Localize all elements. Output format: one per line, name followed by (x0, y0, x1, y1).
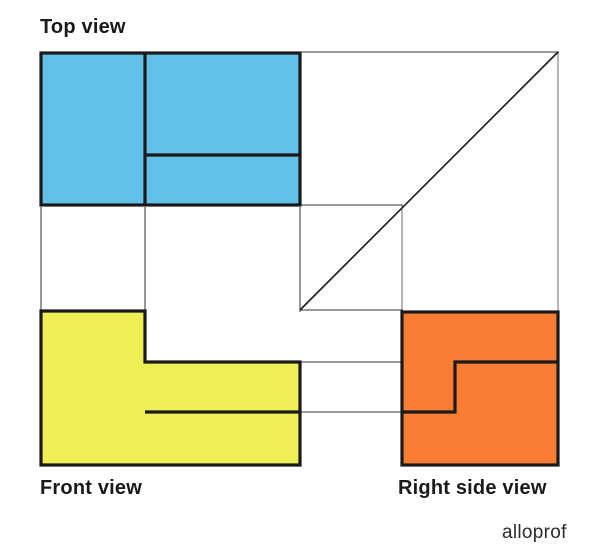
projection-lines-group (40, 51, 559, 413)
right-side-view-label: Right side view (398, 477, 547, 499)
alloprof-logo: alloprof (502, 522, 567, 543)
front-view-shape (39, 309, 302, 467)
right-side-view-internal-step-edge (402, 360, 558, 414)
right-side-view-body (400, 310, 560, 467)
top-view-label: Top view (40, 16, 126, 38)
miter-line (299, 51, 559, 311)
right-side-view-shape (400, 310, 560, 467)
front-view-body (39, 309, 302, 467)
front-view-label: Front view (40, 477, 143, 499)
top-view-body (39, 51, 302, 207)
top-view-shape (39, 51, 302, 207)
